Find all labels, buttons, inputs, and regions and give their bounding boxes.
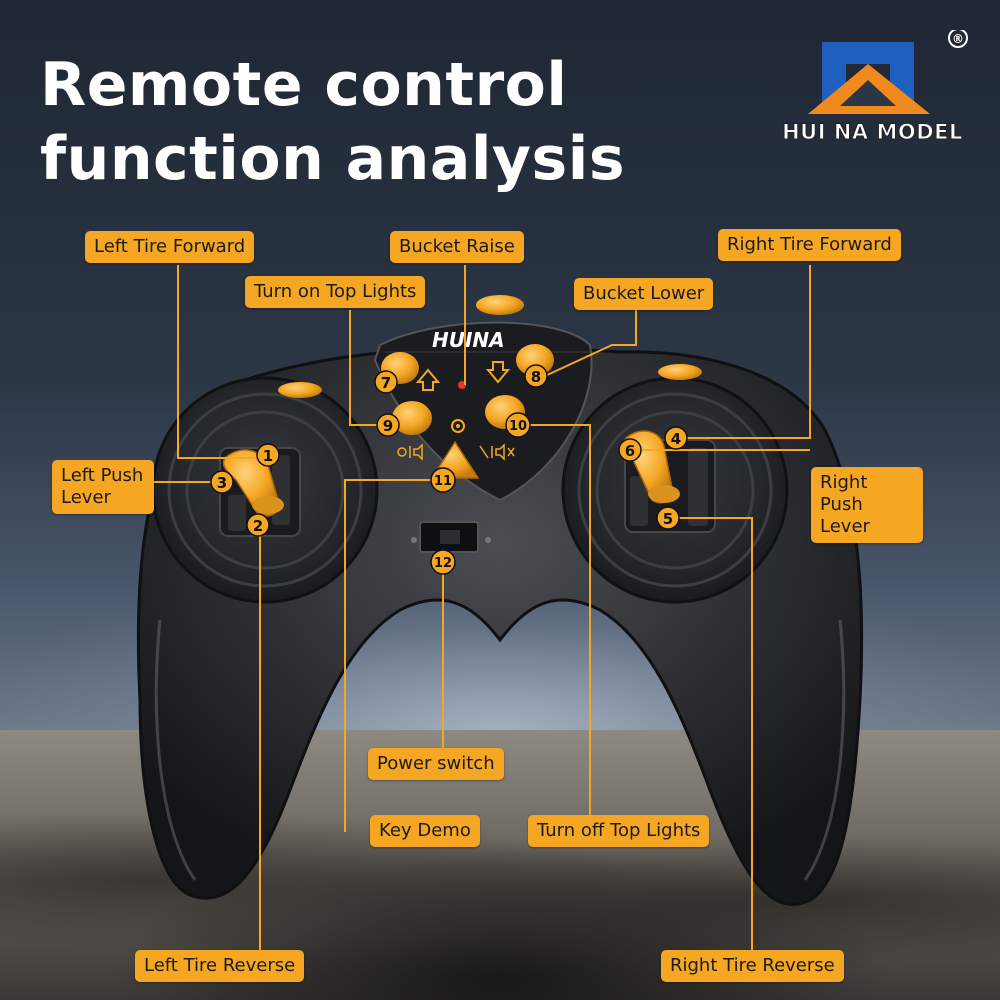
callout-6: 6	[618, 438, 642, 462]
right-shoulder-button[interactable]	[658, 364, 702, 380]
label-turn-on-top-lights: Turn on Top Lights	[245, 276, 426, 308]
label-right-push-lever: Right Push Lever	[811, 467, 923, 543]
svg-text:3: 3	[217, 474, 227, 492]
demo-gear-icon	[451, 419, 465, 433]
registered-mark: ®	[952, 32, 964, 46]
label-left-tire-reverse: Left Tire Reverse	[135, 950, 305, 982]
callout-7: 7	[374, 370, 398, 394]
svg-text:12: 12	[434, 556, 452, 571]
left-joystick[interactable]	[222, 449, 284, 517]
svg-text:4: 4	[671, 430, 681, 448]
label-right-tire-reverse: Right Tire Reverse	[661, 950, 844, 982]
svg-text:1: 1	[263, 447, 273, 465]
callout-8: 8	[524, 364, 548, 388]
callout-2: 2	[246, 513, 270, 537]
callout-12: 12	[430, 549, 456, 575]
callout-10: 10	[505, 412, 531, 438]
svg-text:5: 5	[663, 510, 673, 528]
light-sound-off-icon	[479, 443, 515, 461]
callout-11: 11	[430, 467, 456, 493]
label-right-push-lever-line-2: Lever	[820, 516, 870, 537]
callout-9: 9	[376, 413, 400, 437]
headline-line-2: function analysis	[40, 124, 626, 194]
callout-3: 3	[210, 470, 234, 494]
headline: Remote control function analysis	[40, 48, 625, 196]
huina-h-logo-icon: ®	[808, 28, 968, 114]
controller-logo: HUINA	[432, 328, 505, 352]
label-turn-off-top-lights: Turn off Top Lights	[528, 815, 710, 847]
headline-line-1: Remote control	[40, 50, 568, 120]
power-switch[interactable]	[411, 521, 491, 553]
label-left-push-lever-line-2: Lever	[61, 487, 111, 508]
brand-name: HUI NA MODEL	[782, 120, 963, 145]
brand-logo: ® HUI NA MODEL	[770, 28, 980, 160]
left-shoulder-button[interactable]	[278, 382, 322, 398]
top-shoulder-button[interactable]	[476, 295, 524, 315]
svg-text:7: 7	[381, 374, 391, 392]
label-left-push-lever: Left Push Lever	[52, 460, 154, 514]
svg-text:8: 8	[531, 368, 541, 386]
callout-1: 1	[256, 443, 280, 467]
arrow-up-icon	[415, 368, 441, 391]
label-bucket-lower: Bucket Lower	[574, 278, 714, 310]
arrow-down-icon	[485, 361, 511, 384]
label-right-tire-forward: Right Tire Forward	[718, 229, 901, 261]
label-power-switch: Power switch	[368, 748, 504, 780]
svg-text:2: 2	[253, 517, 263, 535]
callout-5: 5	[656, 506, 680, 530]
svg-text:9: 9	[383, 417, 393, 435]
light-sound-on-icon	[397, 443, 423, 461]
label-left-push-lever-line-1: Left Push	[61, 465, 144, 486]
callout-4: 4	[664, 426, 688, 450]
svg-text:6: 6	[625, 442, 635, 460]
leader-lines	[153, 265, 811, 965]
label-right-push-lever-line-1: Right Push	[820, 472, 868, 515]
svg-text:11: 11	[434, 474, 452, 489]
label-left-tire-forward: Left Tire Forward	[85, 231, 255, 263]
svg-text:10: 10	[509, 419, 527, 434]
label-key-demo: Key Demo	[370, 815, 480, 847]
label-bucket-raise: Bucket Raise	[390, 231, 524, 263]
lights-on-button[interactable]	[392, 401, 432, 435]
